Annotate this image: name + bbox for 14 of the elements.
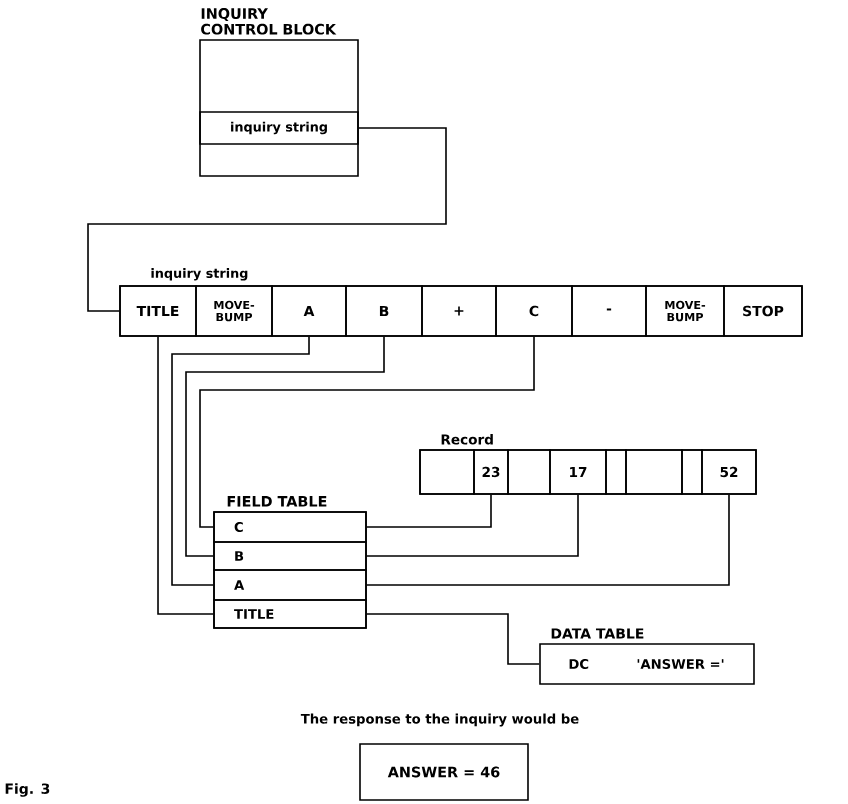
record-cell xyxy=(681,449,703,495)
connector-line xyxy=(171,336,310,586)
record-cell xyxy=(625,449,683,495)
record-cell xyxy=(605,449,627,495)
connector-line xyxy=(366,494,579,557)
connector-line xyxy=(157,336,214,615)
connector-line xyxy=(87,127,447,312)
connector-line xyxy=(366,494,730,586)
record-cell xyxy=(419,449,475,495)
connector-line xyxy=(185,336,385,557)
record-cell xyxy=(507,449,551,495)
connector-line xyxy=(199,336,535,528)
connector-line xyxy=(366,494,492,528)
connector-line xyxy=(366,613,540,665)
